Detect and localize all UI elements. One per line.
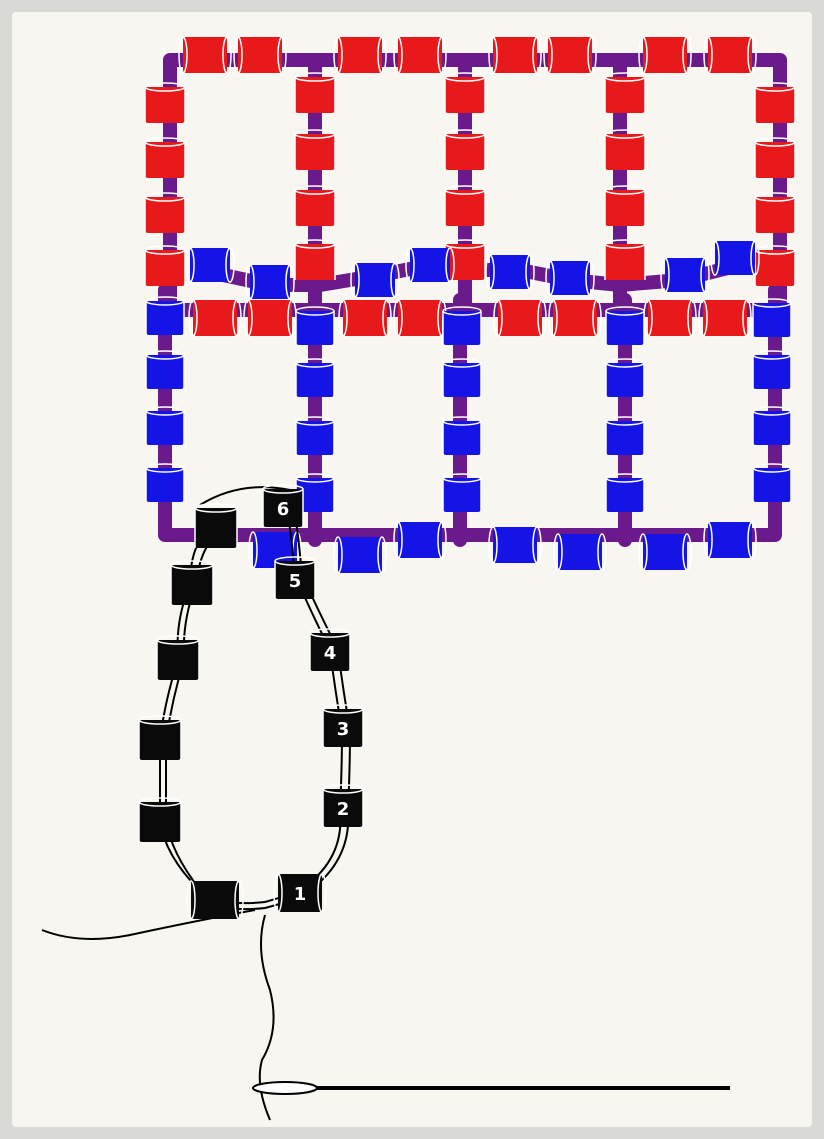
red-bead: [295, 186, 335, 226]
bead-number-label: 5: [289, 571, 302, 592]
blue-bead: [606, 474, 644, 512]
red-bead: [544, 37, 596, 73]
blue-bead: [146, 464, 184, 502]
bead-number-label: 6: [277, 499, 290, 520]
red-bead: [145, 246, 185, 286]
red-bead: [334, 37, 386, 73]
red-bead: [145, 83, 185, 123]
black-bead: [139, 716, 181, 760]
red-bead: [445, 240, 485, 280]
black-bead: [195, 504, 237, 548]
blue-bead: [351, 263, 399, 297]
blue-bead: [661, 258, 709, 292]
red-bead: [244, 300, 296, 336]
red-bead: [179, 37, 231, 73]
blue-bead: [334, 537, 386, 573]
red-bead: [394, 37, 446, 73]
red-bead: [394, 300, 446, 336]
red-bead: [339, 300, 391, 336]
blue-bead: [443, 417, 481, 455]
red-bead: [234, 37, 286, 73]
red-bead: [605, 186, 645, 226]
red-bead: [755, 138, 795, 178]
blue-bead: [753, 299, 791, 337]
blue-bead: [146, 297, 184, 335]
blue-bead: [443, 359, 481, 397]
black-bead: [157, 636, 199, 680]
red-bead: [295, 240, 335, 280]
red-bead: [704, 37, 756, 73]
blue-bead: [753, 407, 791, 445]
black-bead: [139, 798, 181, 842]
red-bead: [445, 186, 485, 226]
red-bead: [295, 130, 335, 170]
blue-bead: [606, 417, 644, 455]
numbered-black-bead: 1: [274, 874, 326, 912]
blue-bead: [296, 359, 334, 397]
red-bead: [755, 193, 795, 233]
red-bead: [445, 130, 485, 170]
black-bead: [171, 561, 213, 605]
red-bead: [639, 37, 691, 73]
red-bead: [145, 138, 185, 178]
red-bead: [605, 130, 645, 170]
blue-bead: [704, 522, 756, 558]
blue-bead: [146, 351, 184, 389]
blue-bead: [146, 407, 184, 445]
bead-number-label: 3: [337, 719, 350, 740]
blue-bead: [489, 527, 541, 563]
blue-bead: [296, 417, 334, 455]
red-bead: [445, 73, 485, 113]
red-bead: [145, 193, 185, 233]
blue-bead: [186, 248, 234, 282]
black-bead: [187, 881, 243, 919]
red-bead: [644, 300, 696, 336]
red-bead: [755, 83, 795, 123]
blue-bead: [639, 534, 691, 570]
blue-bead: [443, 474, 481, 512]
blue-bead: [406, 248, 454, 282]
numbered-black-bead: 5: [275, 557, 315, 599]
blue-bead: [443, 307, 481, 345]
red-bead: [605, 240, 645, 280]
red-bead: [699, 300, 751, 336]
blue-bead: [606, 359, 644, 397]
numbered-black-bead: 6: [263, 485, 303, 527]
blue-bead: [711, 241, 759, 275]
blue-bead: [554, 534, 606, 570]
red-bead: [549, 300, 601, 336]
blue-bead: [606, 307, 644, 345]
blue-bead: [486, 255, 534, 289]
needle-eye: [253, 1082, 317, 1094]
blue-bead: [546, 261, 594, 295]
bead-number-label: 2: [337, 799, 350, 820]
blue-bead: [394, 522, 446, 558]
blue-bead: [246, 265, 294, 299]
red-bead: [494, 300, 546, 336]
blue-bead: [296, 307, 334, 345]
numbered-black-bead: 3: [323, 705, 363, 747]
paper-background: [12, 12, 812, 1127]
red-bead: [189, 300, 241, 336]
blue-bead: [753, 351, 791, 389]
bead-number-label: 4: [324, 643, 337, 664]
numbered-black-bead: 4: [310, 629, 350, 671]
red-bead: [605, 73, 645, 113]
red-bead: [489, 37, 541, 73]
red-bead: [755, 246, 795, 286]
blue-bead: [753, 464, 791, 502]
bead-number-label: 1: [294, 884, 307, 905]
numbered-black-bead: 2: [323, 785, 363, 827]
red-bead: [295, 73, 335, 113]
